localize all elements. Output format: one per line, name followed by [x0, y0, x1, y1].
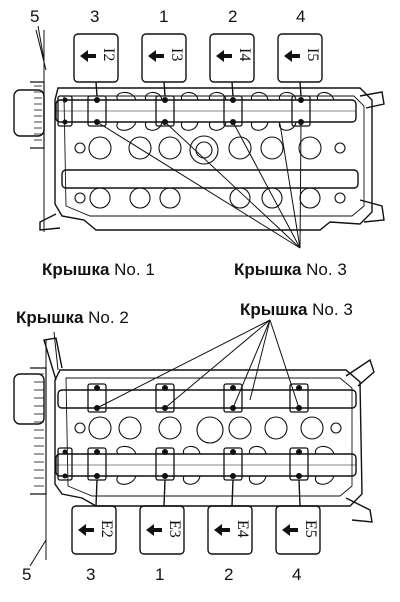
top-ref-number: 5	[30, 7, 40, 26]
top-cap-marks: I2 I3 I4 I5	[100, 48, 321, 61]
top-cap-mark-boxes	[73, 33, 323, 97]
top-cylinder-head	[13, 29, 385, 232]
cap-mark-I2: I2	[100, 48, 117, 61]
label-cap-no3-top-word: Крышка	[234, 260, 302, 279]
bottom-cap-number-b: 1	[155, 565, 165, 584]
bottom-cap-number-c: 2	[224, 565, 234, 584]
bottom-cap-number-d: 4	[292, 565, 302, 584]
bottom-leader-lines	[96, 319, 300, 409]
bottom-cylinder-head	[13, 337, 375, 560]
top-leader-lines	[96, 121, 302, 249]
label-cap-no2-word: Крышка	[16, 308, 84, 327]
bottom-cap-number-a: 3	[86, 565, 96, 584]
top-arrows	[80, 50, 300, 62]
label-cap-no3-bottom-num: No. 3	[312, 300, 353, 319]
bottom-ref-number: 5	[22, 565, 32, 584]
top-cap-number-c: 2	[228, 7, 238, 26]
cap-mark-I4: I4	[236, 48, 253, 61]
cap-mark-I5: I5	[304, 48, 321, 61]
bottom-cap-mark-boxes	[71, 479, 321, 555]
top-cap-number-d: 4	[296, 7, 306, 26]
cap-mark-E4: E4	[234, 520, 251, 538]
label-cap-no1-num: No. 1	[114, 260, 155, 279]
cap-mark-I3: I3	[168, 48, 185, 61]
top-cap-number-b: 1	[159, 7, 169, 26]
cap2-leader	[53, 331, 59, 371]
label-cap-no3-bottom-word: Крышка	[240, 300, 308, 319]
label-cap-no2: Крышка No. 2	[16, 309, 129, 326]
top-cap-number-a: 3	[90, 7, 100, 26]
bottom-arrows	[78, 524, 298, 536]
cap-mark-E3: E3	[166, 520, 183, 538]
label-cap-no3-top-num: No. 3	[306, 260, 347, 279]
label-cap-no3-top: Крышка No. 3	[234, 261, 347, 278]
bottom-ref-leader	[29, 539, 47, 567]
label-cap-no1: Крышка No. 1	[42, 261, 155, 278]
cap-mark-E2: E2	[98, 520, 115, 538]
cap-mark-E5: E5	[302, 520, 319, 538]
label-cap-no2-num: No. 2	[88, 308, 129, 327]
top-ref-leader	[37, 25, 45, 61]
bottom-cap-marks: E2 E3 E4 E5	[98, 520, 319, 538]
label-cap-no3-bottom: Крышка No. 3	[240, 301, 353, 318]
label-cap-no1-word: Крышка	[42, 260, 110, 279]
